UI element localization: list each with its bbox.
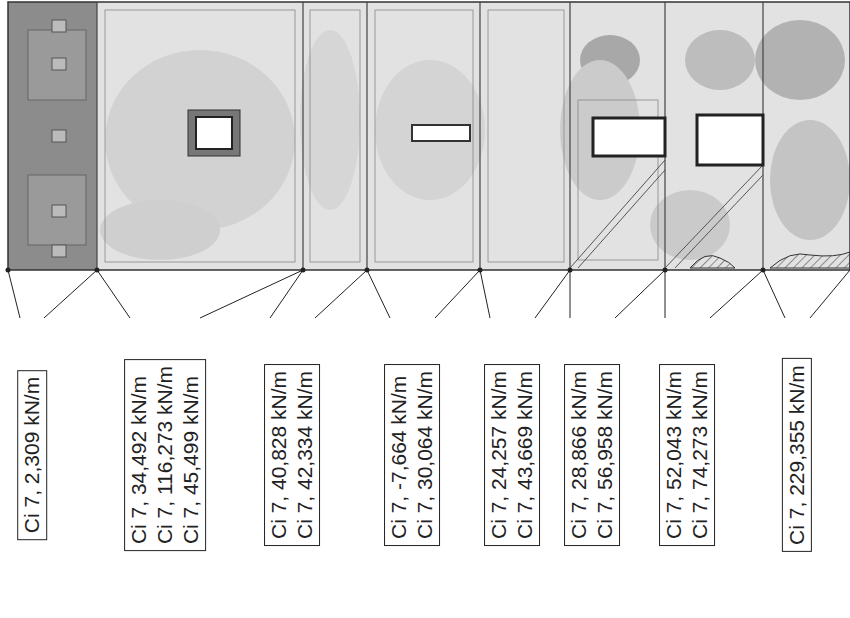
force-value: Ci 7, 116,273 kN/m [152, 366, 178, 544]
value-callout: Ci 7, -7,664 kN/mCi 7, 30,064 kN/m [384, 364, 440, 546]
force-value: Ci 7, 43,669 kN/m [512, 371, 538, 539]
force-value: Ci 7, 24,257 kN/m [486, 371, 512, 539]
force-value: Ci 7, 40,828 kN/m [266, 371, 292, 539]
value-callout: Ci 7, 52,043 kN/mCi 7, 74,273 kN/m [659, 364, 715, 546]
force-value: Ci 7, 74,273 kN/m [687, 371, 713, 539]
value-callout: Ci 7, 40,828 kN/mCi 7, 42,334 kN/m [264, 364, 320, 546]
force-value: Ci 7, -7,664 kN/m [386, 371, 412, 539]
force-value: Ci 7, 28,866 kN/m [566, 371, 592, 539]
value-callout: Ci 7, 229,355 kN/m [782, 358, 812, 552]
force-value: Ci 7, 30,064 kN/m [412, 371, 438, 539]
force-value: Ci 7, 42,334 kN/m [292, 371, 318, 539]
value-callout: Ci 7, 24,257 kN/mCi 7, 43,669 kN/m [484, 364, 540, 546]
value-callout: Ci 7, 28,866 kN/mCi 7, 56,958 kN/m [564, 364, 620, 546]
force-value: Ci 7, 2,309 kN/m [19, 377, 45, 533]
value-callout: Ci 7, 2,309 kN/m [17, 370, 47, 540]
force-value: Ci 7, 45,499 kN/m [178, 366, 204, 544]
force-value: Ci 7, 52,043 kN/m [661, 371, 687, 539]
force-value: Ci 7, 56,958 kN/m [592, 371, 618, 539]
value-callout: Ci 7, 34,492 kN/mCi 7, 116,273 kN/mCi 7,… [124, 359, 206, 551]
force-value: Ci 7, 229,355 kN/m [784, 365, 810, 545]
force-value: Ci 7, 34,492 kN/m [126, 366, 152, 544]
